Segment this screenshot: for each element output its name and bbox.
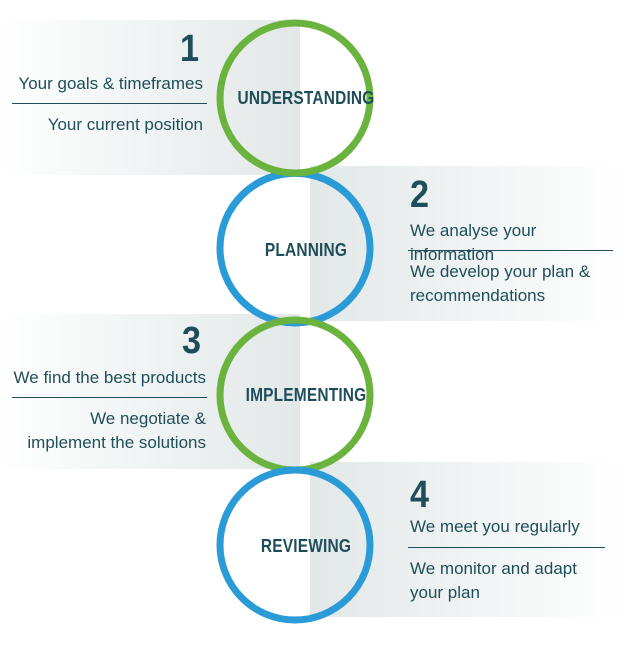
- step-1-item-2: Your current position: [47, 115, 203, 134]
- step-3-number: 3: [182, 320, 202, 362]
- ring-overlap-planning: [226, 169, 364, 213]
- step-3-divider: [12, 397, 207, 398]
- step-2-divider: [408, 250, 613, 251]
- step-3-item-1: We find the best products: [13, 368, 206, 387]
- step-2-item-2: We develop your plan & recommendations: [410, 262, 591, 305]
- step-1-number: 1: [180, 28, 200, 70]
- stage-title-implementing: IMPLEMENTING: [245, 385, 367, 405]
- ring-reviewing: [216, 466, 374, 624]
- step-2-number: 2: [410, 174, 430, 216]
- step-4-item-2: We monitor and adapt your plan: [410, 559, 577, 602]
- step-4-number: 4: [410, 474, 430, 516]
- step-1-divider: [12, 103, 207, 104]
- step-3-band: [0, 314, 300, 469]
- step-4-item-1: We meet you regularly: [410, 517, 580, 536]
- stage-title-planning: PLANNING: [264, 240, 348, 260]
- step-1-item-1: Your goals & timeframes: [18, 74, 203, 93]
- step-4-divider: [408, 547, 605, 548]
- stage-title-reviewing: REVIEWING: [260, 536, 352, 556]
- step-2-band: [310, 166, 628, 321]
- step-4-band: [310, 462, 628, 617]
- step-1-band: [0, 20, 300, 175]
- step-2-item-1: We analyse your information: [410, 221, 537, 264]
- step-3-item-2: We negotiate & implement the solutions: [27, 409, 206, 452]
- stage-title-understanding: UNDERSTANDING: [237, 88, 375, 108]
- ring-overlap-understanding: [232, 140, 358, 177]
